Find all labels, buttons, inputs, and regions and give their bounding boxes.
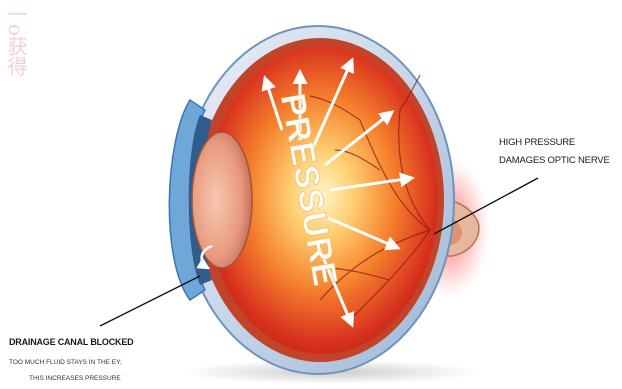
drainage-label-title: DRAINAGE CANAL BLOCKED — [9, 337, 133, 347]
drainage-label-line1: TOO MUCH FLUID STAYS IN THE EY; — [9, 359, 122, 366]
optic-nerve-label-line1: HIGH PRESSURE — [499, 134, 610, 152]
optic-nerve-label: HIGH PRESSURE DAMAGES OPTIC NERVE — [499, 134, 610, 170]
optic-nerve-label-line2: DAMAGES OPTIC NERVE — [499, 152, 610, 170]
lens — [192, 132, 252, 268]
left-pointer-line — [100, 276, 200, 326]
drainage-label-line2: THIS INCREASES PRESSURE — [29, 375, 121, 382]
